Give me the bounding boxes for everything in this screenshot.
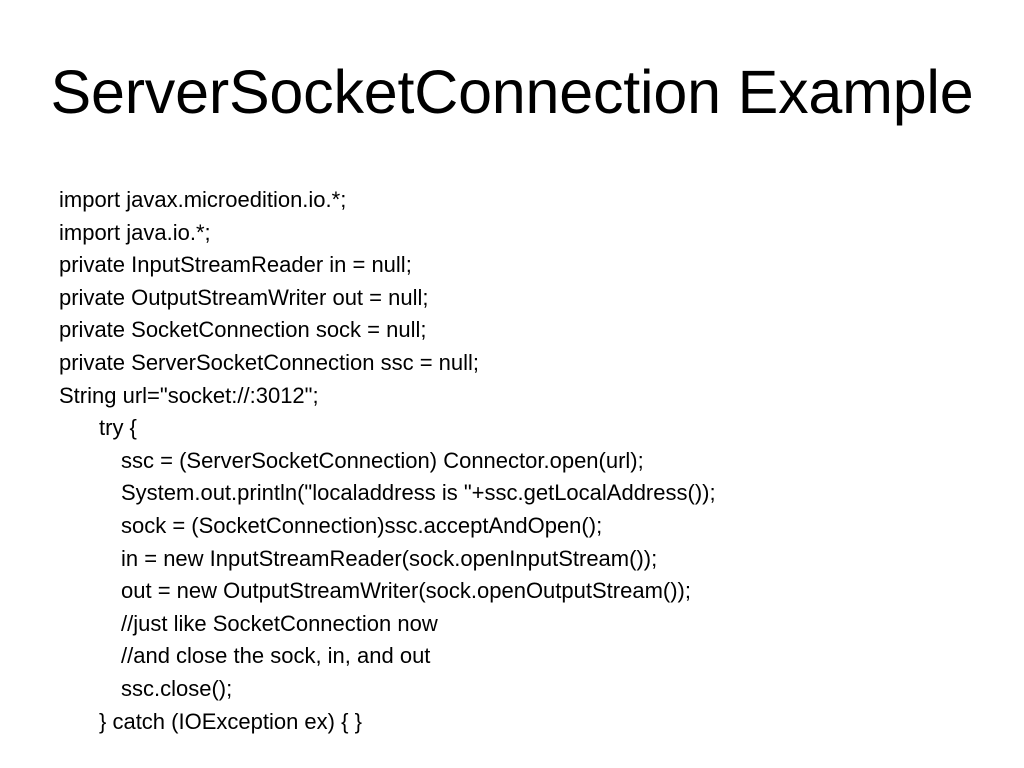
code-line: import javax.microedition.io.*; [59,187,347,212]
code-line: } catch (IOException ex) { } [99,708,362,734]
page-title: ServerSocketConnection Example [50,58,974,126]
code-block: import javax.microedition.io.*; import ja… [59,184,999,738]
code-line: //just like SocketConnection now [121,610,438,636]
code-line: ssc = (ServerSocketConnection) Connector… [121,447,644,473]
code-line: ssc.close(); [121,675,233,701]
code-line: System.out.println("localaddress is "+ss… [121,480,716,506]
code-line: sock = (SocketConnection)ssc.acceptAndOp… [121,512,603,538]
code-line: out = new OutputStreamWriter(sock.openOu… [121,578,691,604]
code-line: private OutputStreamWriter out = null; [59,284,429,310]
code-line: String url="socket://:3012"; [59,382,319,408]
code-line: private InputStreamReader in = null; [59,252,412,278]
code-line: private SocketConnection sock = null; [59,317,427,343]
code-line: private ServerSocketConnection ssc = nul… [59,349,480,375]
code-line: try { [99,415,137,441]
code-line: //and close the sock, in, and out [121,643,431,669]
code-line: import java.io.*; [59,219,211,245]
code-line: in = new InputStreamReader(sock.openInpu… [121,545,658,571]
